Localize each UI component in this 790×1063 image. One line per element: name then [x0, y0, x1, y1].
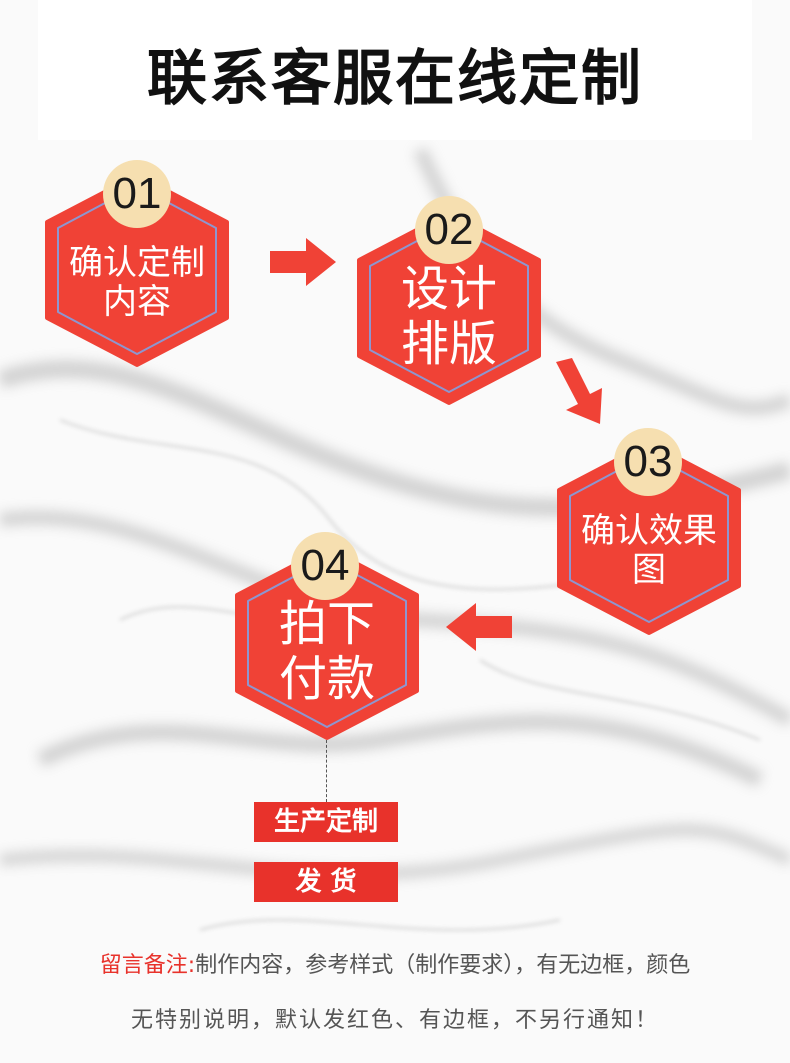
arrow-right-icon [270, 238, 336, 286]
note-line-1: 留言备注:制作内容，参考样式（制作要求），有无边框，颜色 [0, 947, 790, 979]
step-label-line2: 图 [632, 550, 666, 591]
hexagon-shape [235, 546, 419, 740]
hexagon-shape [357, 211, 541, 405]
arrow-down-right-icon [556, 358, 602, 424]
step-label-line2: 排版 [400, 316, 497, 373]
step-03: 确认效果 图 [556, 440, 742, 636]
shipping-tag: 发 货 [254, 862, 398, 902]
dashed-connector [326, 740, 327, 802]
step-number-badge: 01 [103, 160, 171, 228]
step-number-badge: 04 [291, 532, 359, 600]
note-line-2: 无特别说明，默认发红色、有边框，不另行通知！ [130, 1008, 659, 1033]
step-label-line1: 设计 [400, 261, 497, 317]
step-label-line1: 确认效果 [581, 511, 717, 551]
production-tag: 生产定制 [254, 802, 398, 842]
step-label-line1: 确认定制 [69, 243, 205, 283]
step-label-line2: 付款 [278, 651, 375, 708]
title-band [38, 0, 752, 140]
step-04: 拍下 付款 [234, 545, 420, 741]
hexagon-shape [557, 441, 741, 635]
hexagon-shape [45, 173, 229, 367]
arrow-left-icon [446, 603, 512, 651]
step-01: 确认定制 内容 [44, 172, 230, 368]
step-label-line1: 拍下 [278, 596, 375, 652]
step-02: 设计 排版 [356, 210, 542, 406]
note-lead: 留言备注: [99, 953, 196, 978]
step-number-badge: 02 [415, 196, 483, 264]
page-title: 联系客服在线定制 [147, 44, 643, 114]
step-label-line2: 内容 [103, 282, 171, 323]
note-line1-text: 制作内容，参考样式（制作要求），有无边框，颜色 [195, 953, 691, 978]
step-number-badge: 03 [614, 428, 682, 496]
